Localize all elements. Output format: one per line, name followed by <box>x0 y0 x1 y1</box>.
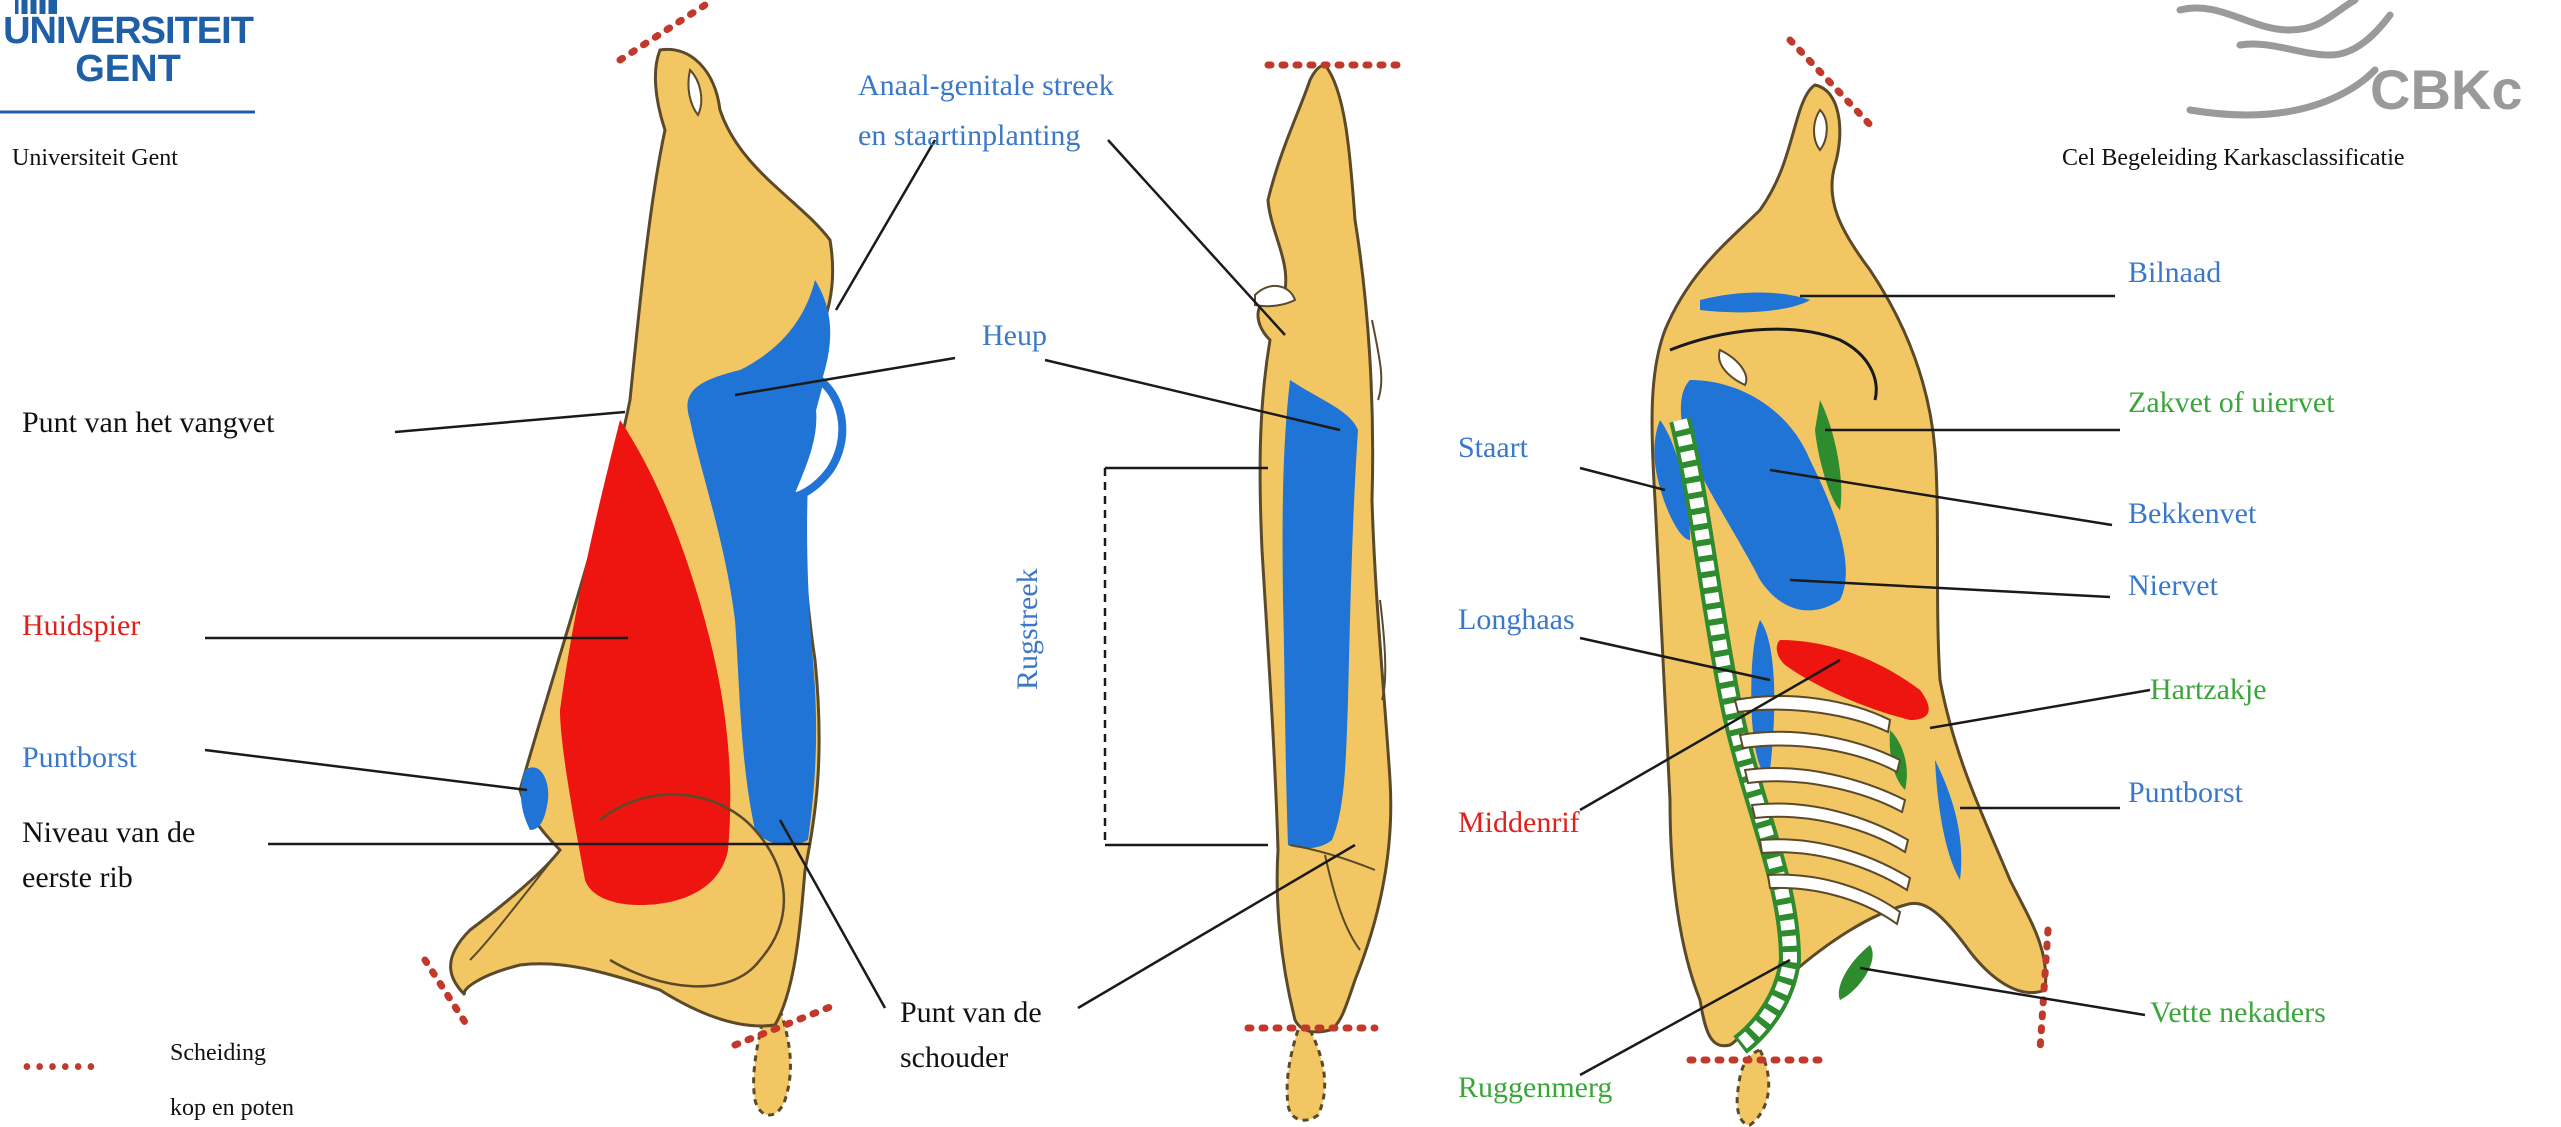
label-rugstreek: Rugstreek <box>1010 568 1046 690</box>
cbkc-logo-text: CBKc <box>2370 60 2522 120</box>
label-niervet: Niervet <box>2128 568 2218 604</box>
label-puntborst-left: Puntborst <box>22 740 137 776</box>
label-niveau-line2: eerste rib <box>22 860 133 896</box>
label-punt-schouder-line2: schouder <box>900 1040 1008 1076</box>
label-hartzakje: Hartzakje <box>2150 672 2267 708</box>
label-zakvet: Zakvet of uiervet <box>2128 385 2335 421</box>
label-anaal-line2: en staartinplanting <box>858 118 1080 154</box>
middle-carcass <box>1248 65 1400 1120</box>
label-huidspier: Huidspier <box>22 608 140 644</box>
ugent-caption: Universiteit Gent <box>12 140 178 176</box>
label-niveau-line1: Niveau van de <box>22 815 195 851</box>
scheiding-legend-marker: •••••• <box>22 1050 99 1086</box>
cbkc-logo-graphic <box>2180 0 2390 115</box>
cbkc-caption: Cel Begeleiding Karkasclassificatie <box>2062 140 2405 176</box>
left-carcass <box>425 5 842 1115</box>
label-vette-nekaders: Vette nekaders <box>2150 995 2326 1031</box>
label-bilnaad: Bilnaad <box>2128 255 2221 291</box>
label-heup: Heup <box>982 318 1047 354</box>
label-puntborst-right: Puntborst <box>2128 775 2243 811</box>
ugent-logo-line2: GENT <box>0 50 258 88</box>
label-punt-vangvet: Punt van het vangvet <box>22 405 274 441</box>
label-staart: Staart <box>1458 430 1528 466</box>
label-anaal-line1: Anaal-genitale streek <box>858 68 1114 104</box>
label-punt-schouder-line1: Punt van de <box>900 995 1042 1031</box>
label-scheiding-line1: Scheiding <box>170 1035 266 1071</box>
ugent-logo-line1: UNIVERSITEIT <box>0 12 258 50</box>
label-ruggenmerg: Ruggenmerg <box>1458 1070 1612 1106</box>
label-scheiding-line2: kop en poten <box>170 1090 294 1126</box>
label-bekkenvet: Bekkenvet <box>2128 496 2256 532</box>
label-middenrif: Middenrif <box>1458 805 1580 841</box>
label-longhaas: Longhaas <box>1458 602 1575 638</box>
